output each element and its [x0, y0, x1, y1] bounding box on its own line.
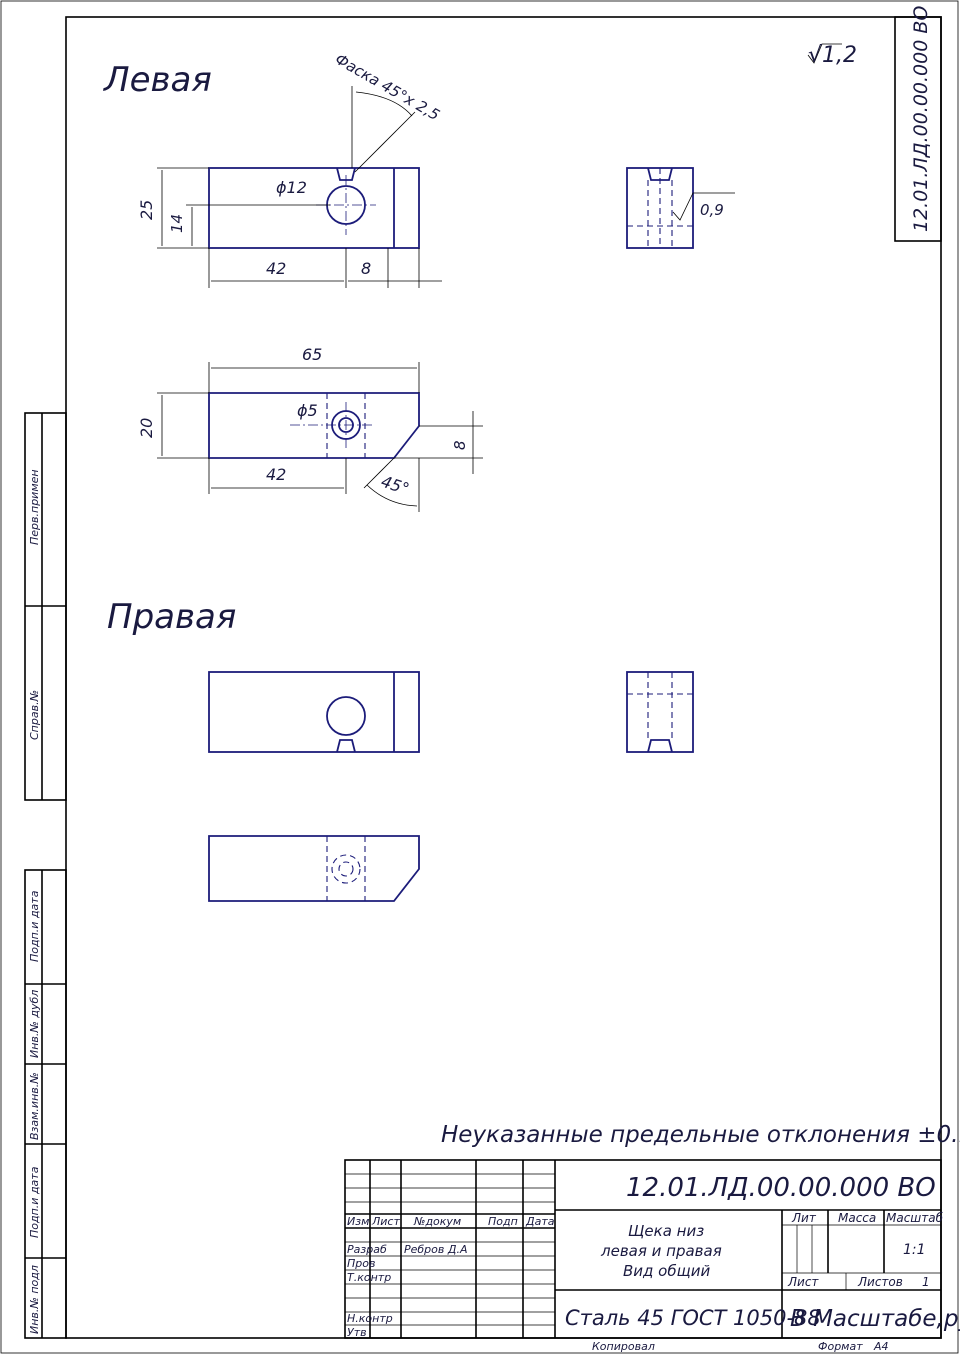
dim-8-mid: 8 — [451, 440, 469, 450]
copied-label: Копировал — [592, 1340, 655, 1353]
left-top-dimensions: 65 20 ϕ5 42 8 45° — [137, 345, 483, 512]
general-roughness-value: √1,2 — [808, 43, 857, 68]
dim-42-mid: 42 — [266, 465, 286, 484]
top-code-box: 12.01.ЛД.00.00.000 ВО — [894, 6, 942, 242]
right-top-view — [208, 835, 420, 902]
left-side-view: 0,9 — [626, 167, 735, 249]
dim-d5: ϕ5 — [297, 401, 318, 420]
dim-20: 20 — [137, 418, 156, 438]
header-doc: №докум — [413, 1215, 461, 1228]
col-sheets: Листов — [857, 1275, 903, 1289]
top-code: 12.01.ЛД.00.00.000 ВО — [910, 6, 932, 232]
side-podp-data-2: Подп.и дата — [28, 1166, 41, 1238]
row-tkontr: Т.контр — [347, 1271, 391, 1284]
scale-note: В Масштабе,ру — [790, 1306, 960, 1332]
side-inv-podl: Инв.№ подл — [28, 1265, 41, 1334]
left-front-view — [208, 167, 420, 249]
side-podp-data-1: Подп.и дата — [28, 890, 41, 962]
tolerance-note: Неуказанные предельные отклонения ±0.1 — [441, 1122, 960, 1148]
side-strip: Перв.примен Справ.№ Подп.и дата Инв.№ ду… — [24, 412, 67, 1339]
sheets-value: 1 — [922, 1275, 930, 1289]
col-massa: Масса — [838, 1211, 876, 1225]
part-name-line2: левая и правая — [600, 1242, 722, 1260]
dim-65: 65 — [302, 345, 322, 364]
dim-d12: ϕ12 — [276, 178, 307, 197]
col-masshtab: Масштаб — [886, 1211, 944, 1225]
title-code: 12.01.ЛД.00.00.000 ВО — [626, 1173, 936, 1203]
row-nkontr: Н.контр — [347, 1312, 393, 1325]
row-utv: Утв — [347, 1326, 367, 1339]
scale-value: 1:1 — [903, 1242, 926, 1258]
left-front-dimensions: 25 14 ϕ12 42 8 — [137, 167, 442, 288]
header-list: Лист — [371, 1215, 400, 1228]
col-lit: Лит — [791, 1211, 817, 1225]
material: Сталь 45 ГОСТ 1050-88 — [565, 1306, 821, 1330]
chamfer-callout: Фаска 45°х 2,5 — [332, 50, 443, 173]
side-inv-dubl: Инв.№ дубл — [28, 990, 41, 1058]
col-sheet: Лист — [787, 1275, 819, 1289]
part-name-line3: Вид общий — [623, 1262, 710, 1280]
local-roughness-value: 0,9 — [700, 201, 724, 219]
dim-45: 45° — [379, 472, 412, 499]
left-view-label: Левая — [102, 60, 212, 100]
format-value: A4 — [873, 1340, 889, 1353]
side-perv-primen: Перв.примен — [28, 469, 41, 545]
title-block: 12.01.ЛД.00.00.000 ВО Изм Лист №докум По… — [344, 1159, 960, 1353]
dim-14: 14 — [168, 214, 186, 233]
left-top-view — [208, 392, 420, 459]
row-prov: Пров — [347, 1257, 375, 1270]
header-podp: Подп — [488, 1215, 518, 1228]
chamfer-note: Фаска 45°х 2,5 — [332, 50, 443, 124]
general-roughness-symbol: √1,2 — [807, 43, 857, 68]
dim-25: 25 — [137, 200, 156, 220]
right-front-view — [208, 671, 420, 753]
row-razrab: Разраб — [347, 1243, 387, 1256]
row-razrab-name: Ребров Д.А — [404, 1243, 468, 1256]
side-vzam-inv: Взам.инв.№ — [28, 1072, 41, 1140]
right-side-view — [626, 671, 694, 753]
dim-8-top: 8 — [361, 259, 371, 278]
header-date: Дата — [525, 1215, 555, 1228]
format-label: Формат — [818, 1340, 863, 1353]
dim-42-top: 42 — [266, 259, 286, 278]
header-izm: Изм — [347, 1215, 369, 1228]
part-name-line1: Щека низ — [628, 1222, 704, 1240]
side-sprav-no: Справ.№ — [28, 690, 41, 740]
right-view-label: Правая — [107, 597, 236, 637]
